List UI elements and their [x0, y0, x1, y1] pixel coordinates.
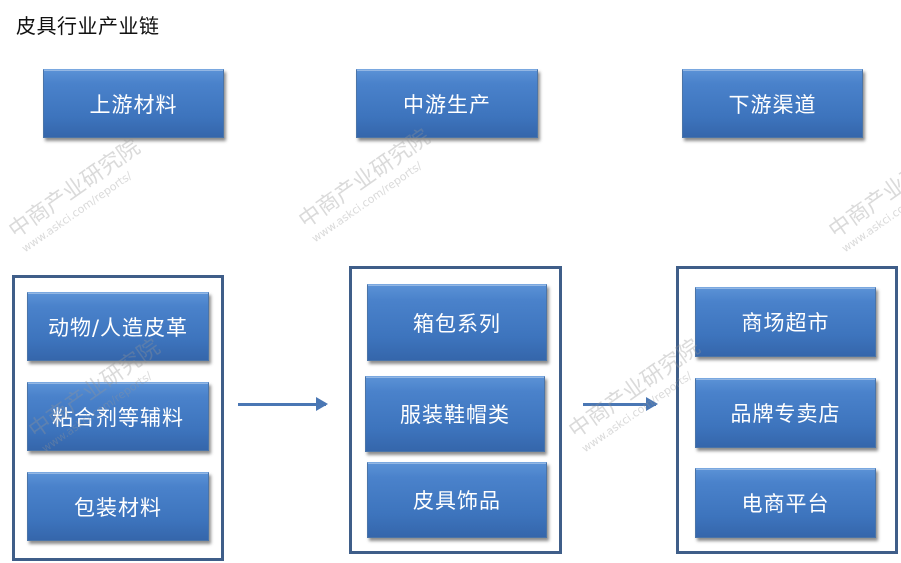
downstream-item: 商场超市	[695, 287, 876, 357]
midstream-item: 皮具饰品	[367, 462, 547, 538]
stage-header-midstream: 中游生产	[356, 69, 538, 138]
midstream-item: 箱包系列	[367, 284, 547, 361]
stage-header-upstream: 上游材料	[43, 69, 224, 138]
downstream-item: 电商平台	[695, 468, 876, 538]
upstream-item: 粘合剂等辅料	[27, 382, 209, 451]
midstream-item: 服装鞋帽类	[365, 376, 545, 452]
flow-arrow-icon	[583, 397, 658, 411]
diagram-title: 皮具行业产业链	[16, 14, 160, 38]
upstream-item: 包装材料	[27, 472, 209, 541]
midstream-group	[349, 266, 562, 554]
flow-arrow-icon	[238, 397, 328, 411]
stage-header-downstream: 下游渠道	[682, 69, 863, 138]
downstream-item: 品牌专卖店	[695, 378, 876, 448]
downstream-group	[676, 266, 898, 554]
upstream-group	[12, 275, 224, 561]
upstream-item: 动物/人造皮革	[27, 292, 209, 361]
